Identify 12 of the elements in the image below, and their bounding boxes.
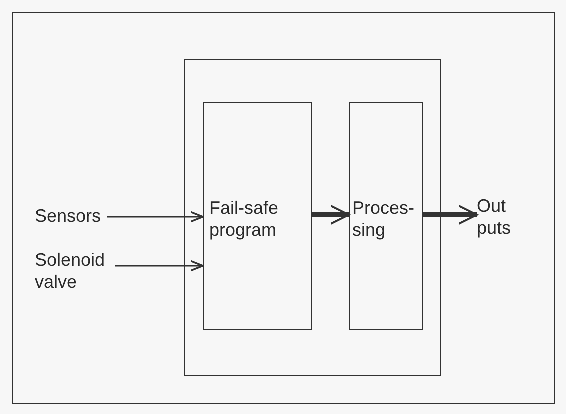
process-box (348, 102, 422, 330)
node-label: Solenoid valve (35, 249, 106, 293)
node-label: Sensors (35, 205, 102, 227)
arrow (115, 260, 204, 272)
arrow (107, 211, 204, 223)
block-arrow (423, 205, 478, 225)
box-label: Fail-safe program (210, 196, 280, 240)
process-box (202, 102, 312, 330)
box-label: Proces-sing (352, 196, 416, 240)
process-box (184, 59, 441, 376)
node-label: Out puts (477, 195, 512, 239)
block-arrow (312, 205, 350, 225)
